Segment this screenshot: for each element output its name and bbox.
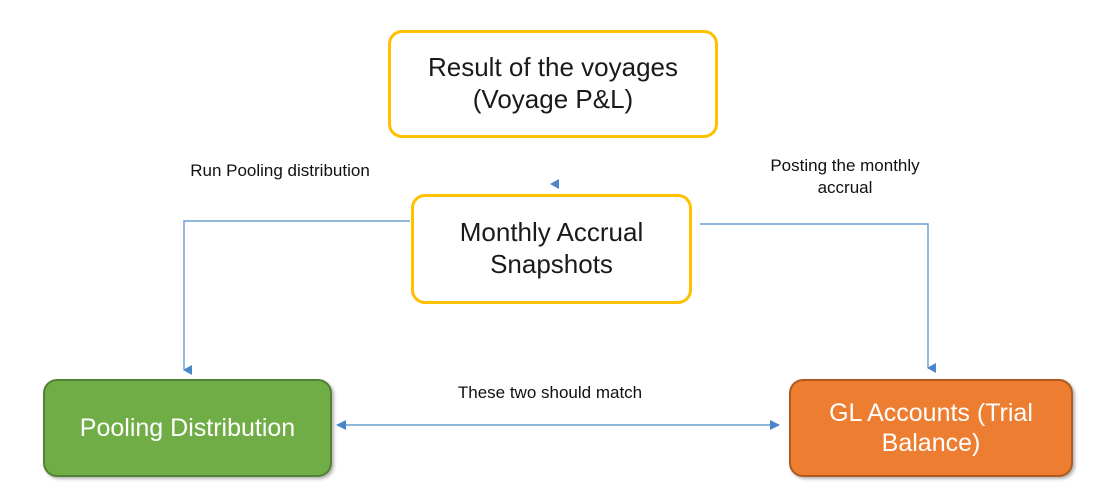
- node-voyage-result-label: Result of the voyages (Voyage P&L): [427, 52, 679, 114]
- node-voyage-result[interactable]: Result of the voyages (Voyage P&L): [388, 30, 718, 138]
- edge-label-run-pooling: Run Pooling distribution: [190, 161, 370, 180]
- edge-accrual-to-gl: [700, 223, 936, 373]
- edge-label-should-match: These two should match: [457, 383, 643, 402]
- edge-accrual-to-pooling: [183, 220, 410, 375]
- node-gl-accounts-label: GL Accounts (Trial Balance): [829, 398, 1033, 458]
- node-gl-accounts[interactable]: GL Accounts (Trial Balance): [789, 379, 1073, 477]
- edge-label-posting-accrual: Posting the monthly accrual: [770, 156, 920, 197]
- node-monthly-accrual[interactable]: Monthly Accrual Snapshots: [411, 194, 692, 304]
- node-pooling-distribution-label: Pooling Distribution: [79, 413, 296, 442]
- node-pooling-distribution[interactable]: Pooling Distribution: [43, 379, 332, 477]
- node-monthly-accrual-label: Monthly Accrual Snapshots: [459, 217, 644, 279]
